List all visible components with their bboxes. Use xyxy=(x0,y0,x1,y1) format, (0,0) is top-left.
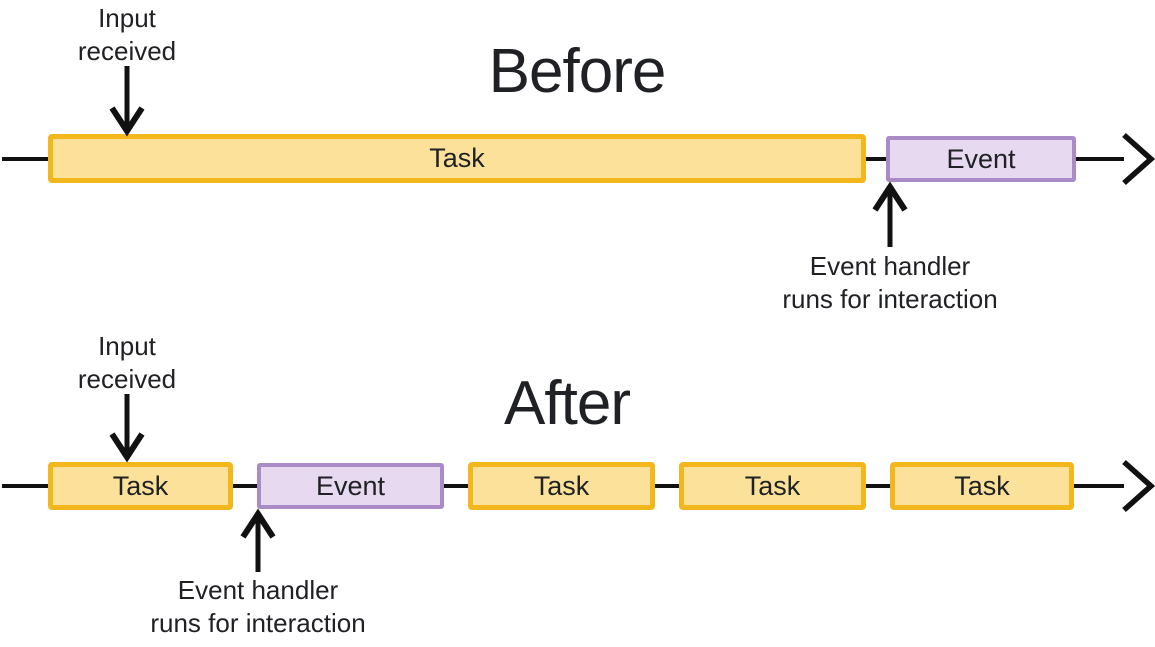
before-event-handler-label: Event handler runs for interaction xyxy=(758,250,1022,316)
after-title: After xyxy=(504,369,631,438)
after-event-label: Event xyxy=(315,470,386,501)
before-input-received-label: Input received xyxy=(37,2,217,68)
before-input-label-line2: received xyxy=(77,36,177,66)
before-handler-up-arrow-icon xyxy=(872,181,908,247)
after-task-box-3: Task xyxy=(679,462,866,510)
before-input-down-arrow-icon xyxy=(109,66,145,137)
after-handler-label-line1: Event handler xyxy=(177,575,339,605)
before-event-label: Event xyxy=(946,143,1016,174)
after-input-down-arrow-icon xyxy=(109,394,145,463)
before-handler-label-line1: Event handler xyxy=(809,251,971,281)
before-task-box: Task xyxy=(48,134,866,183)
after-task-3-label: Task xyxy=(744,470,801,501)
after-timeline-arrowhead-icon xyxy=(1122,459,1155,513)
before-event-box: Event xyxy=(886,136,1076,182)
after-task-2-label: Task xyxy=(533,470,590,501)
before-title: Before xyxy=(488,37,667,106)
before-handler-label-line2: runs for interaction xyxy=(782,284,998,314)
before-input-label-line1: Input xyxy=(98,3,156,33)
after-task-box-1: Task xyxy=(48,462,233,510)
after-handler-label-line2: runs for interaction xyxy=(150,608,366,638)
before-task-label: Task xyxy=(429,143,485,173)
after-task-box-4: Task xyxy=(890,462,1074,510)
after-handler-up-arrow-icon xyxy=(240,508,276,572)
after-task-1-label: Task xyxy=(112,470,169,501)
after-event-box: Event xyxy=(257,463,444,509)
after-task-4-label: Task xyxy=(954,470,1010,501)
after-input-label-line2: received xyxy=(77,364,177,394)
after-event-handler-label: Event handler runs for interaction xyxy=(126,574,390,640)
after-input-received-label: Input received xyxy=(37,330,217,396)
after-task-box-2: Task xyxy=(468,462,655,510)
before-timeline-arrowhead-icon xyxy=(1122,132,1155,186)
after-input-label-line1: Input xyxy=(98,331,156,361)
